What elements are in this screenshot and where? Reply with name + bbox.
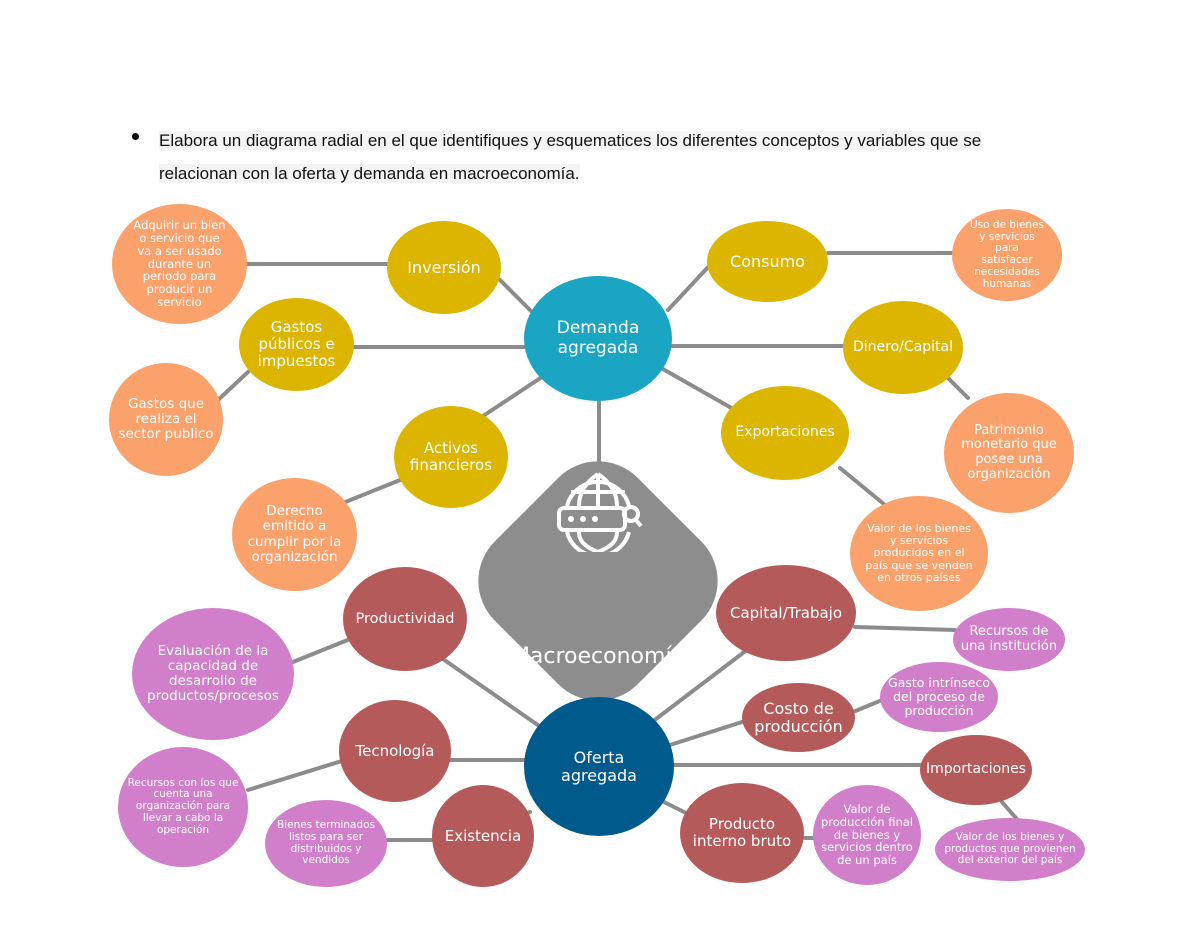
concept-tecnologia: Tecnología xyxy=(339,700,451,802)
bullet-dot xyxy=(132,133,139,140)
definition-consumo: Uso de bienes y servicios para satisface… xyxy=(952,209,1062,301)
connector-export-demanda xyxy=(652,362,737,412)
definition-capital-trabajo-text: Recursos de una institución xyxy=(960,623,1058,654)
connector-capital-oferta xyxy=(650,638,762,724)
definition-existencia: Bienes terminados listos para ser distri… xyxy=(265,800,387,887)
connector-costo-def xyxy=(851,698,884,714)
oferta-agregada-hub: Oferta agregada xyxy=(524,697,674,836)
demanda-agregada-hub: Demanda agregada xyxy=(524,276,672,401)
instruction-line-1: Elabora un diagrama radial en el que ide… xyxy=(159,131,982,150)
definition-dinero-capital: Patrimonio monetario que posee una organ… xyxy=(944,393,1074,513)
connector-capital-def xyxy=(853,625,957,632)
macroeconomia-label: Macroeconomía xyxy=(510,644,686,669)
concept-capital-trabajo-label: Capital/Trabajo xyxy=(729,603,843,622)
concept-consumo-label: Consumo xyxy=(730,251,805,271)
definition-importaciones: Valor de los bienes y productos que prov… xyxy=(935,818,1085,881)
concept-importaciones: Importaciones xyxy=(920,735,1032,805)
concept-exportaciones-label: Exportaciones xyxy=(735,424,835,441)
concept-activos-financieros-label: Activos financieros xyxy=(409,439,493,474)
concept-pib: Producto interno bruto xyxy=(680,783,804,883)
concept-capital-trabajo: Capital/Trabajo xyxy=(716,565,856,661)
connector-activos-demanda xyxy=(478,373,547,420)
concept-importaciones-label: Importaciones xyxy=(926,761,1026,778)
connector-costo-oferta xyxy=(668,720,744,747)
instruction-text: Elabora un diagrama radial en el que ide… xyxy=(159,124,982,190)
macroeconomia-hub: Macroeconomía xyxy=(478,470,718,690)
definition-activos-financieros: Derecho emitido a cumplir por la organiz… xyxy=(232,478,357,591)
definition-existencia-text: Bienes terminados listos para ser distri… xyxy=(276,819,375,867)
connector-consumo-demanda xyxy=(666,263,712,312)
concept-dinero-capital: Dinero/Capital xyxy=(843,301,963,394)
concept-costo-produccion: Costo de producción xyxy=(742,683,855,752)
concept-gastos-publicos: Gastos públicos e impuestos xyxy=(239,298,354,391)
concept-inversion: Inversión xyxy=(387,221,501,314)
globe-search-icon xyxy=(557,472,643,552)
definition-exportaciones-text: Valor de los bienes y servicios producid… xyxy=(865,521,973,584)
definition-tecnologia-text: Recursos con los que cuenta una organiza… xyxy=(127,776,239,836)
definition-pib-text: Valor de producción final de bienes y se… xyxy=(821,801,913,868)
concept-inversion-label: Inversión xyxy=(407,257,481,277)
concept-activos-financieros: Activos financieros xyxy=(394,406,508,508)
definition-consumo-text: Uso de bienes y servicios para satisface… xyxy=(969,218,1044,290)
concept-productividad-label: Productividad xyxy=(355,610,455,627)
definition-dinero-capital-text: Patrimonio monetario que posee una organ… xyxy=(961,422,1057,482)
definition-inversion-text: Adquirir un bien o servicio que va a ser… xyxy=(133,217,226,310)
concept-existencia: Existencia xyxy=(432,785,534,887)
connector-tecnologia-def xyxy=(246,758,347,792)
definition-costo-produccion: Gasto intrínseco del proceso de producci… xyxy=(880,662,998,732)
definition-gastos-publicos-text: Gastos que realiza el sector publico xyxy=(118,395,214,443)
definition-productividad-text: Evaluación de la capacidad de desarrollo… xyxy=(147,642,279,705)
instruction-line-2: relacionan con la oferta y demanda en ma… xyxy=(159,164,580,183)
definition-importaciones-text: Valor de los bienes y productos que prov… xyxy=(944,830,1076,867)
definition-activos-financieros-text: Derecho emitido a cumplir por la organiz… xyxy=(247,503,342,565)
definition-productividad: Evaluación de la capacidad de desarrollo… xyxy=(132,608,294,740)
definition-pib: Valor de producción final de bienes y se… xyxy=(813,785,921,885)
connector-activos-def xyxy=(336,476,407,507)
concept-exportaciones: Exportaciones xyxy=(721,386,849,480)
concept-tecnologia-label: Tecnología xyxy=(355,741,435,760)
concept-existencia-label: Existencia xyxy=(444,826,522,845)
demanda-agregada-label: Demanda agregada xyxy=(556,318,640,358)
concept-dinero-capital-label: Dinero/Capital xyxy=(853,338,953,355)
instruction-bullet: Elabora un diagrama radial en el que ide… xyxy=(132,124,1062,190)
definition-gastos-publicos: Gastos que realiza el sector publico xyxy=(109,363,223,476)
connector-productividad-oferta xyxy=(428,648,547,732)
definition-inversion: Adquirir un bien o servicio que va a ser… xyxy=(112,204,247,324)
connector-gastos-def xyxy=(216,370,250,402)
oferta-agregada-label: Oferta agregada xyxy=(561,747,637,785)
definition-tecnologia: Recursos con los que cuenta una organiza… xyxy=(118,747,248,867)
definition-costo-produccion-text: Gasto intrínseco del proceso de producci… xyxy=(888,675,990,718)
concept-pib-label: Producto interno bruto xyxy=(692,815,792,850)
definition-exportaciones: Valor de los bienes y servicios producid… xyxy=(850,496,988,611)
concept-gastos-publicos-label: Gastos públicos e impuestos xyxy=(257,318,336,370)
concept-productividad: Productividad xyxy=(343,567,467,671)
concept-consumo: Consumo xyxy=(707,221,828,302)
concept-costo-produccion-label: Costo de producción xyxy=(754,698,843,736)
definition-capital-trabajo: Recursos de una institución xyxy=(953,608,1065,671)
connector-export-def xyxy=(838,466,887,507)
